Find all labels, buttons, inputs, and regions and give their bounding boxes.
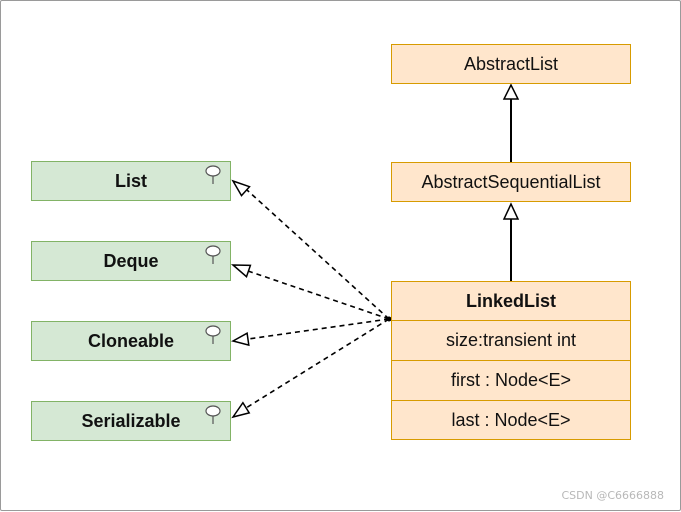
realization-arrowhead-serializable: [231, 401, 251, 419]
class-linked-list-name: LinkedList: [465, 290, 556, 311]
interface-cloneable-label: Cloneable: [87, 330, 175, 351]
realization-line-serializable: [245, 318, 390, 409]
class-abstract-list-label: AbstractList: [463, 53, 559, 74]
class-abstract-sequential-list: AbstractSequentialList: [391, 162, 631, 202]
realization-arrowhead-list: [231, 179, 251, 197]
interface-list: List: [31, 161, 231, 201]
interface-icon: [205, 245, 221, 264]
field-size-label: size:transient int: [445, 330, 577, 350]
realization-line-deque: [247, 270, 390, 320]
inheritance-arrowhead-asl: [502, 202, 520, 220]
interface-serializable-label: Serializable: [81, 410, 181, 431]
realization-line-cloneable: [247, 318, 390, 340]
class-linked-list-header: LinkedList: [391, 281, 631, 321]
interface-deque-label: Deque: [103, 250, 159, 271]
interface-cloneable: Cloneable: [31, 321, 231, 361]
realization-arrowhead-deque: [230, 264, 252, 278]
class-linked-list-field-first: first : Node<E>: [391, 360, 631, 401]
inheritance-arrowhead-al: [502, 83, 520, 100]
interface-list-label: List: [114, 170, 147, 191]
class-abstract-sequential-list-label: AbstractSequentialList: [421, 171, 601, 192]
realization-arrowhead-cloneable: [230, 332, 250, 347]
class-linked-list-field-size: size:transient int: [391, 320, 631, 361]
interface-deque: Deque: [31, 241, 231, 281]
class-abstract-list: AbstractList: [391, 44, 631, 84]
realization-line-list: [246, 189, 390, 320]
interface-icon: [205, 325, 221, 344]
interface-icon: [205, 165, 221, 184]
field-first-label: first : Node<E>: [450, 370, 572, 390]
class-linked-list-field-last: last : Node<E>: [391, 400, 631, 440]
watermark: CSDN @C6666888: [561, 489, 664, 502]
interface-icon: [205, 405, 221, 424]
interface-serializable: Serializable: [31, 401, 231, 441]
field-last-label: last : Node<E>: [451, 409, 571, 430]
